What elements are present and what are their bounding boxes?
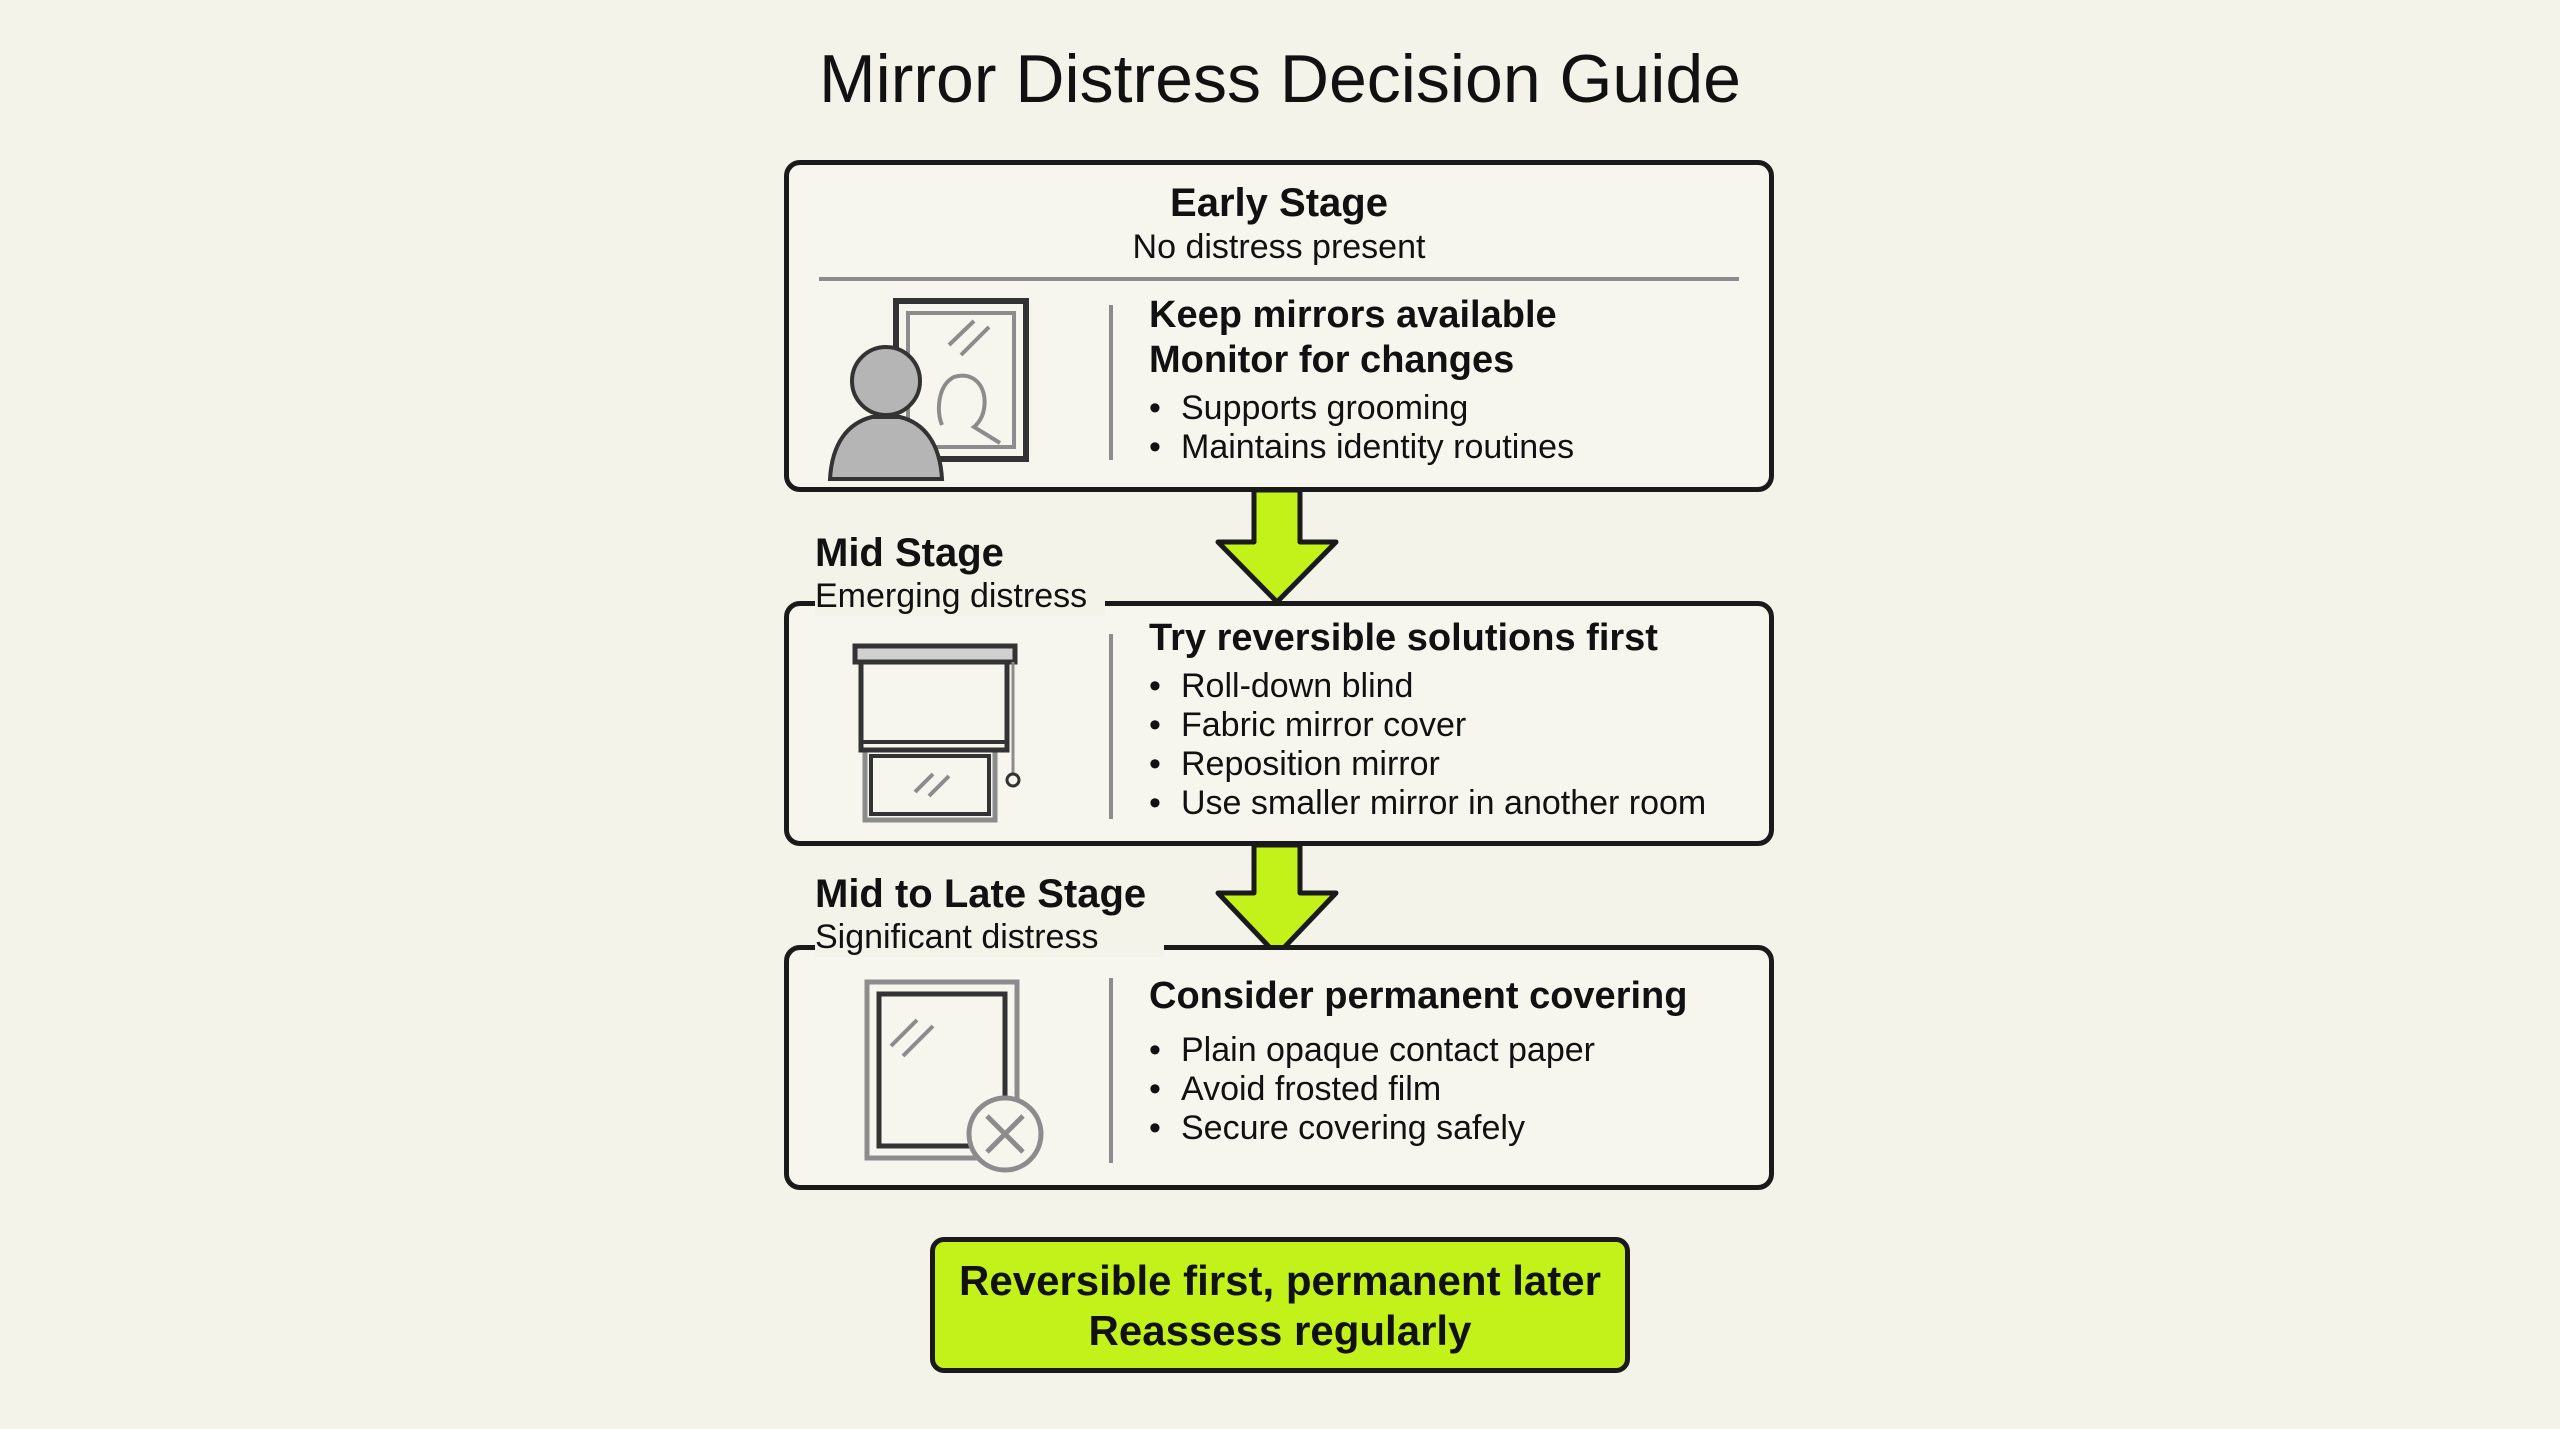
list-item: Supports grooming	[1149, 389, 1749, 428]
recommendation-heading: Consider permanent covering	[1149, 975, 1688, 1017]
list-item: Maintains identity routines	[1149, 428, 1749, 467]
vertical-divider	[1109, 978, 1113, 1163]
down-arrow-icon	[1215, 843, 1339, 958]
list-item: Reposition mirror	[1149, 745, 1749, 784]
vertical-divider	[1109, 634, 1113, 819]
page-title: Mirror Distress Decision Guide	[819, 41, 1741, 117]
bullet-list: Supports grooming Maintains identity rou…	[1149, 389, 1749, 467]
mid-stage-card: Try reversible solutions first Roll-down…	[784, 601, 1774, 846]
stage-title: Mid to Late Stage	[815, 872, 1147, 916]
mid-stage-label: Mid Stage Emerging distress	[815, 530, 1106, 616]
mid-stage-content: Try reversible solutions first Roll-down…	[1149, 616, 1749, 823]
late-stage-content: Consider permanent covering Plain opaque…	[1149, 974, 1749, 1148]
recommendation-heading: Monitor for changes	[1149, 339, 1515, 381]
header-divider	[819, 277, 1739, 281]
down-arrow-icon	[1215, 488, 1339, 605]
stage-subtitle: No distress present	[1132, 228, 1426, 266]
stage-title: Mid Stage	[815, 531, 1004, 575]
summary-line: Reassess regularly	[1088, 1307, 1472, 1354]
early-stage-content: Keep mirrors available Monitor for chang…	[1149, 293, 1749, 467]
stage-subtitle: Significant distress	[815, 918, 1099, 956]
list-item: Avoid frosted film	[1149, 1070, 1749, 1109]
recommendation-heading: Try reversible solutions first	[1149, 617, 1658, 659]
late-stage-card: Consider permanent covering Plain opaque…	[784, 945, 1774, 1190]
list-item: Plain opaque contact paper	[1149, 1031, 1749, 1070]
list-item: Secure covering safely	[1149, 1109, 1749, 1148]
list-item: Use smaller mirror in another room	[1149, 784, 1749, 823]
summary-box: Reversible first, permanent later Reasse…	[930, 1237, 1630, 1373]
bullet-list: Plain opaque contact paper Avoid frosted…	[1149, 1031, 1749, 1148]
bullet-list: Roll-down blind Fabric mirror cover Repo…	[1149, 667, 1749, 823]
late-stage-label: Mid to Late Stage Significant distress	[815, 871, 1165, 957]
stage-title: Early Stage	[1170, 181, 1388, 225]
summary-line: Reversible first, permanent later	[959, 1257, 1601, 1304]
early-stage-card: Early Stage No distress present Keep mir…	[784, 160, 1774, 492]
vertical-divider	[1109, 305, 1113, 460]
list-item: Fabric mirror cover	[1149, 706, 1749, 745]
recommendation-heading: Keep mirrors available	[1149, 294, 1557, 336]
stage-subtitle: Emerging distress	[815, 577, 1088, 615]
list-item: Roll-down blind	[1149, 667, 1749, 706]
covered-mirror-x-icon	[864, 979, 1044, 1173]
roller-blind-mirror-icon	[852, 643, 1021, 823]
person-mirror-icon	[827, 298, 1029, 481]
early-stage-header: Early Stage No distress present	[789, 179, 1769, 267]
